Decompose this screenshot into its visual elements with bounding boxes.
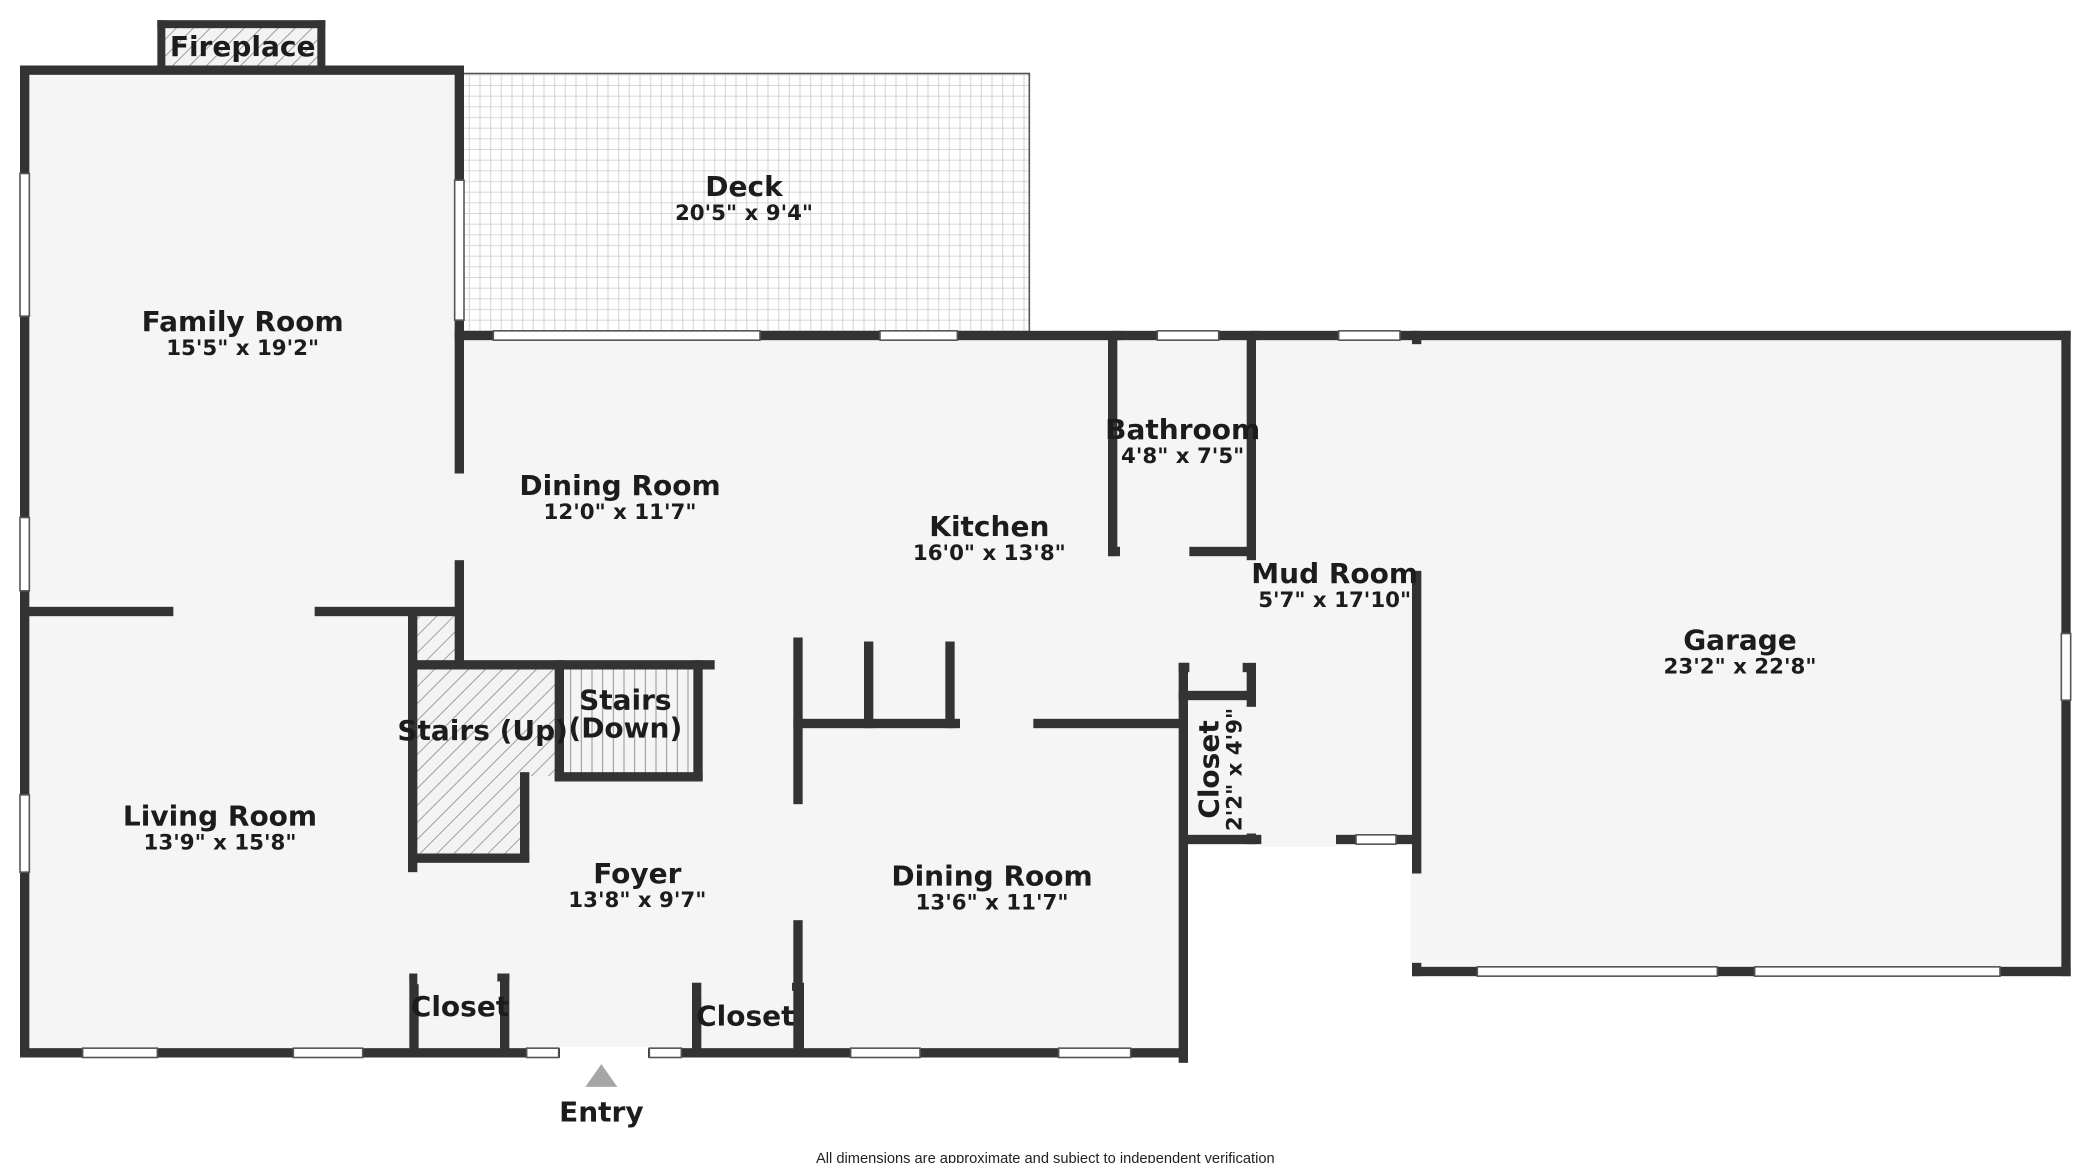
kitchen-dim: 16'0" x 13'8"	[913, 541, 1066, 566]
stairs-up-notch	[526, 776, 559, 859]
stairs-down-label-line2: (Down)	[568, 712, 682, 745]
family-room-name: Family Room	[142, 305, 344, 338]
floor-fills	[24, 69, 2067, 1057]
dining-room-upper-name: Dining Room	[519, 469, 720, 502]
deck-dim: 20'5" x 9'4"	[675, 201, 813, 226]
garage-dim: 23'2" x 22'8"	[1664, 655, 1817, 680]
closet-right-name: Closet	[696, 1000, 794, 1033]
stairs-down-area	[565, 668, 698, 777]
mud-room-dim: 5'7" x 17'10"	[1258, 588, 1411, 613]
windows	[19, 172, 2072, 1059]
bathroom-dim: 4'8" x 7'5"	[1121, 444, 1244, 469]
kitchen-name: Kitchen	[929, 510, 1049, 543]
entry-arrow-icon	[585, 1064, 618, 1087]
mud-room-name: Mud Room	[1251, 557, 1418, 590]
foyer-dim: 13'8" x 9'7"	[568, 888, 706, 913]
deck-name: Deck	[705, 170, 784, 203]
stairs-up-label: Stairs (Up)	[397, 714, 568, 747]
living-room-dim: 13'9" x 15'8"	[144, 831, 297, 856]
wall-openings	[173, 344, 1424, 1059]
fireplace-box	[160, 21, 323, 70]
closet-side-name: Closet	[1193, 720, 1226, 818]
small-hatch	[416, 610, 456, 662]
dining-room-upper-dim: 12'0" x 11'7"	[544, 500, 697, 525]
bathroom-name: Bathroom	[1105, 413, 1260, 446]
dining-room-lower-dim: 13'6" x 11'7"	[916, 891, 1069, 916]
living-room-name: Living Room	[123, 800, 317, 833]
closet-left-name: Closet	[411, 990, 509, 1023]
footnote: All dimensions are approximate and subje…	[816, 1151, 1275, 1163]
deck-area	[461, 72, 1031, 336]
foyer-name: Foyer	[593, 857, 681, 890]
dining-room-lower-name: Dining Room	[891, 860, 1092, 893]
entry-label: Entry	[559, 1096, 644, 1129]
stairs-down-label-line1: Stairs	[579, 684, 672, 717]
closet-side-dim: 2'2" x 4'9"	[1222, 708, 1247, 831]
family-room-dim: 15'5" x 19'2"	[166, 336, 319, 361]
fireplace-label: Fireplace	[170, 30, 316, 63]
garage-name: Garage	[1683, 624, 1797, 657]
